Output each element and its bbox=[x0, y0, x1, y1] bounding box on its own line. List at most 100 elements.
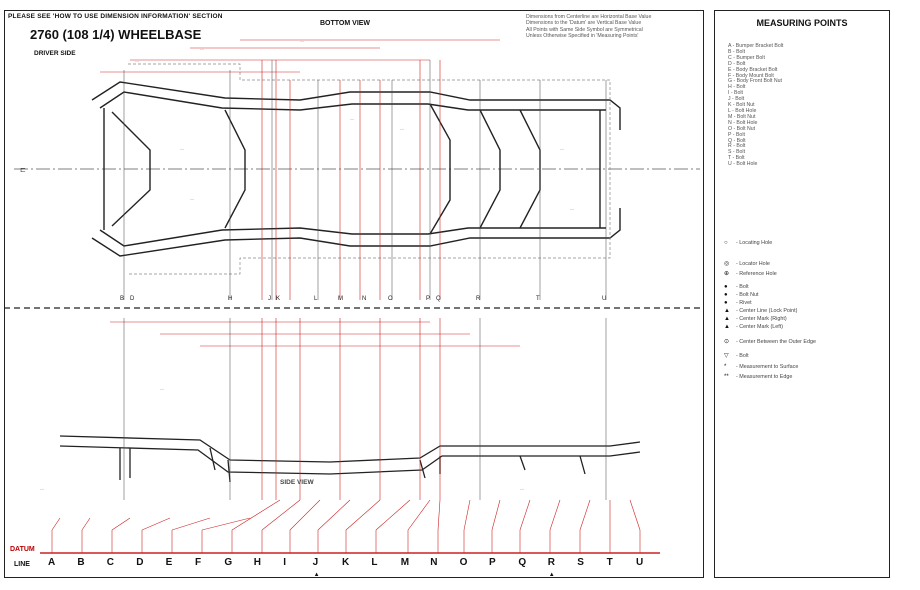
datum-letter: T bbox=[606, 557, 613, 568]
svg-text:U: U bbox=[602, 296, 606, 302]
svg-text:O: O bbox=[388, 296, 393, 302]
bottom-view-label: BOTTOM VIEW bbox=[320, 20, 371, 27]
datum-letter: F bbox=[195, 557, 202, 568]
measuring-point-item: P - Bolt bbox=[728, 131, 745, 138]
measuring-point-item: L - Bolt Hole bbox=[728, 107, 757, 114]
legend-symbol-icon: ⊙ bbox=[724, 339, 730, 345]
measuring-point-item: H - Bolt bbox=[728, 84, 746, 91]
datum-letter: J bbox=[312, 557, 319, 568]
measuring-point-item: M - Bolt Nut bbox=[728, 113, 756, 120]
svg-text:P: P bbox=[426, 296, 430, 302]
datum-marker-icon: ▲ bbox=[548, 572, 555, 578]
diagram-panel bbox=[4, 10, 704, 578]
svg-text:H: H bbox=[228, 296, 232, 302]
svg-text:---: --- bbox=[190, 196, 195, 201]
measuring-points-title: MEASURING POINTS bbox=[756, 18, 848, 28]
note-line: Dimensions to the 'Datum' are Vertical B… bbox=[526, 20, 642, 27]
measuring-point-item: N - Bolt Hole bbox=[728, 119, 758, 126]
measuring-point-item: J - Bolt bbox=[728, 96, 745, 103]
datum-letter: P bbox=[489, 557, 496, 568]
datum-letter: Q bbox=[518, 557, 527, 568]
note-line: Dimensions from Centerline are Horizonta… bbox=[526, 14, 652, 20]
svg-text:---: --- bbox=[570, 206, 575, 211]
svg-text:---: --- bbox=[560, 146, 565, 151]
svg-text:T: T bbox=[536, 296, 540, 302]
line-label: LINE bbox=[14, 561, 30, 568]
note-line: All Points with Same Side Symbol are Sym… bbox=[526, 26, 643, 33]
datum-letter: R bbox=[547, 557, 556, 568]
datum-letter: M bbox=[400, 557, 410, 568]
legend-label: - Locating Hole bbox=[736, 240, 773, 246]
legend-label: - Bolt Nut bbox=[736, 292, 759, 298]
reference-lines bbox=[123, 60, 607, 500]
legend-symbol-icon: ⊕ bbox=[724, 271, 730, 277]
legend-item: ●- Bolt bbox=[724, 284, 749, 290]
legend-symbol-icon: ● bbox=[724, 284, 728, 290]
datum-letter: C bbox=[106, 557, 115, 568]
legend-item: ● - Bolt Nut bbox=[724, 292, 758, 298]
svg-text:R: R bbox=[476, 296, 481, 302]
legend-label: - Bolt bbox=[736, 353, 749, 359]
legend-item: ▲- Center Line (Lock Point) bbox=[724, 308, 797, 314]
measuring-point-item: C - Bumper Bolt bbox=[728, 54, 765, 61]
legend-item: ○ - Locating Hole bbox=[724, 240, 772, 246]
datum-letter: L bbox=[371, 557, 378, 568]
legend-symbol-icon: ● bbox=[724, 292, 728, 298]
dimension-value-boxes: --------- --------- --------- --------- bbox=[40, 38, 575, 491]
legend-label: - Measurement to Edge bbox=[736, 374, 793, 380]
datum-letter: B bbox=[77, 557, 85, 568]
side-view-label: SIDE VIEW bbox=[280, 479, 314, 486]
legend-item: ●- Rivet bbox=[724, 300, 752, 306]
measuring-point-item: A - Bumper Bracket Bolt bbox=[728, 43, 784, 49]
svg-text:---: --- bbox=[135, 58, 140, 63]
svg-text:L: L bbox=[314, 296, 318, 302]
svg-text:⊏: ⊏ bbox=[20, 167, 26, 174]
svg-text:N: N bbox=[362, 296, 366, 302]
legend-symbol-icon: ▲ bbox=[724, 308, 730, 314]
legend-symbol-icon: ▲ bbox=[724, 324, 730, 330]
legend-item: ▲- Center Mark (Left) bbox=[724, 324, 783, 330]
legend-item: ▽ - Bolt bbox=[724, 352, 749, 359]
svg-text:D: D bbox=[130, 296, 135, 302]
legend-item: ⊕ - Reference Hole bbox=[724, 270, 777, 277]
legend-label: - Locator Hole bbox=[736, 261, 770, 267]
legend-symbol-icon: ▽ bbox=[724, 353, 729, 359]
datum-label: DATUM bbox=[10, 546, 35, 553]
datum-letter: K bbox=[342, 557, 350, 568]
measuring-point-item: I - Bolt bbox=[728, 90, 743, 97]
measuring-point-item: K - Bolt Nut bbox=[728, 102, 755, 109]
svg-text:---: --- bbox=[40, 486, 45, 491]
legend-label: - Center Mark (Right) bbox=[736, 316, 787, 322]
svg-text:B: B bbox=[120, 296, 124, 302]
svg-text:K: K bbox=[276, 296, 280, 302]
driver-side-label: DRIVER SIDE bbox=[34, 50, 76, 57]
legend-label: - Reference Hole bbox=[736, 271, 777, 277]
datum-letter: S bbox=[577, 557, 584, 568]
legend-symbol-icon: ◎ bbox=[724, 261, 730, 267]
svg-text:---: --- bbox=[350, 116, 355, 121]
measuring-point-item: G - Body Front Bolt Nut bbox=[728, 78, 782, 85]
measuring-point-item: F - Body Mount Bolt bbox=[728, 72, 774, 79]
legend-symbol-icon: ○ bbox=[724, 240, 728, 246]
svg-text:---: --- bbox=[200, 46, 205, 51]
wheelbase-title: 2760 (108 1/4) WHEELBASE bbox=[30, 27, 202, 42]
measuring-point-item: U - Bolt Hole bbox=[728, 161, 758, 168]
legend-item: ▲ - Center Mark (Right) bbox=[724, 316, 787, 322]
measuring-point-item: B - Bolt bbox=[728, 48, 746, 55]
svg-text:---: --- bbox=[180, 146, 185, 151]
svg-text:---: --- bbox=[520, 486, 525, 491]
measuring-points-panel bbox=[714, 10, 890, 578]
datum-letter: G bbox=[224, 557, 233, 568]
datum-letter: I bbox=[283, 557, 286, 568]
measuring-point-item: S - Bolt bbox=[728, 149, 746, 156]
datum-letter: N bbox=[430, 557, 438, 568]
note-line: Unless Otherwise Specified in 'Measuring… bbox=[526, 33, 639, 40]
datum-letter: D bbox=[136, 557, 144, 568]
svg-text:M: M bbox=[338, 296, 343, 302]
frame-side-view bbox=[59, 435, 641, 483]
legend-item: *- Measurement to Surface bbox=[724, 364, 798, 370]
legend-symbol-icon: ▲ bbox=[724, 316, 730, 322]
svg-text:---: --- bbox=[400, 126, 405, 131]
